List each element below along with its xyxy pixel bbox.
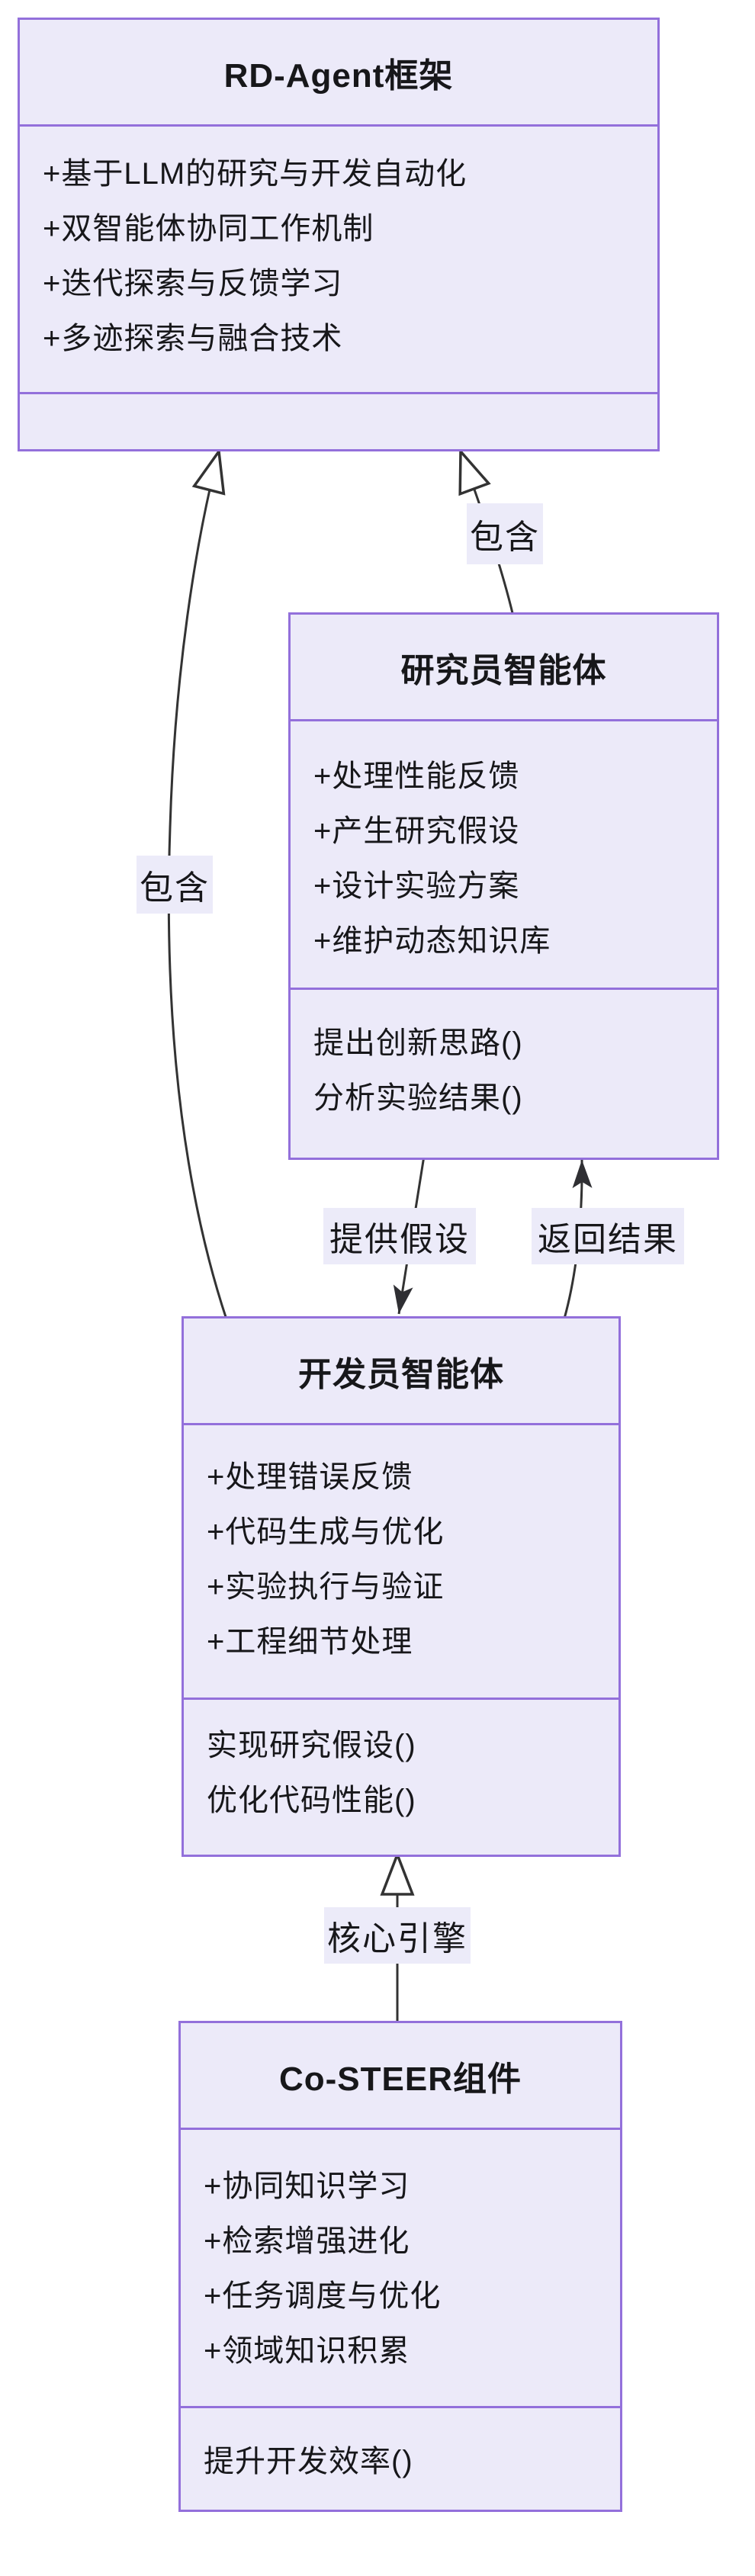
- class-attribute: +设计实验方案: [313, 869, 520, 903]
- edge-label-provide-hypothesis: 提供假设: [323, 1208, 476, 1264]
- class-method: 实现研究假设(): [207, 1729, 416, 1762]
- class-attribute: +维护动态知识库: [313, 924, 551, 958]
- class-title-rd-agent-framework: RD-Agent框架: [20, 20, 657, 127]
- class-attribute: +代码生成与优化: [207, 1515, 445, 1549]
- class-attributes-section: +基于LLM的研究与开发自动化 +双智能体协同工作机制 +迭代探索与反馈学习 +多迹探…: [20, 127, 657, 394]
- class-attributes-section: +处理性能反馈 +产生研究假设 +设计实验方案 +维护动态知识库: [291, 721, 717, 990]
- class-box-researcher-agent: 研究员智能体+处理性能反馈+产生研究假设+设计实验方案+维护动态知识库提出创新思…: [288, 612, 719, 1160]
- class-method: 分析实验结果(): [313, 1081, 523, 1115]
- class-title-researcher-agent: 研究员智能体: [291, 615, 717, 721]
- class-attributes-section: +处理错误反馈 +代码生成与优化 +实验执行与验证 +工程细节处理: [184, 1425, 618, 1700]
- class-attribute: +基于LLM的研究与开发自动化: [43, 157, 467, 191]
- class-attributes-section: +协同知识学习 +检索增强进化 +任务调度与优化 +领域知识积累: [181, 2130, 620, 2408]
- relation-contains-left-arrow: [167, 451, 228, 1320]
- class-attribute: +任务调度与优化: [204, 2279, 442, 2313]
- edge-label-contains-left: 包含: [137, 856, 213, 914]
- class-attribute: +协同知识学习: [204, 2170, 410, 2203]
- class-box-rd-agent-framework: RD-Agent框架 +基于LLM的研究与开发自动化 +双智能体协同工作机制 +迭代探…: [18, 18, 660, 451]
- class-attribute: +多迹探索与融合技术: [43, 322, 343, 355]
- class-methods-section: [20, 394, 657, 449]
- class-attribute: +双智能体协同工作机制: [43, 212, 374, 246]
- class-method: 提升开发效率(): [204, 2445, 413, 2478]
- class-method: 提出创新思路(): [313, 1026, 523, 1060]
- class-attribute: +迭代探索与反馈学习: [43, 267, 343, 300]
- class-attribute: +处理错误反馈: [207, 1460, 413, 1494]
- class-title-co-steer-component: Co-STEER组件: [181, 2023, 620, 2130]
- class-attribute: +领域知识积累: [204, 2334, 410, 2368]
- class-attribute: +实验执行与验证: [207, 1570, 445, 1604]
- class-attribute: +检索增强进化: [204, 2224, 410, 2258]
- class-method: 优化代码性能(): [207, 1784, 416, 1817]
- class-box-developer-agent: 开发员智能体+处理错误反馈+代码生成与优化+实验执行与验证+工程细节处理实现研究…: [182, 1316, 621, 1857]
- class-attribute: +工程细节处理: [207, 1625, 413, 1659]
- class-methods-section: 提升开发效率(): [181, 2408, 620, 2510]
- class-methods-section: 实现研究假设() 优化代码性能(): [184, 1700, 618, 1855]
- edge-label-return-results: 返回结果: [532, 1208, 684, 1264]
- class-methods-section: 提出创新思路() 分析实验结果(): [291, 990, 717, 1158]
- edge-label-core-engine: 核心引擎: [324, 1907, 471, 1964]
- class-box-co-steer-component: Co-STEER组件 +协同知识学习 +检索增强进化 +任务调度与优化 +领域知识积累提…: [178, 2021, 622, 2512]
- class-attribute: +处理性能反馈: [313, 760, 520, 793]
- class-title-developer-agent: 开发员智能体: [184, 1319, 618, 1425]
- class-attribute: +产生研究假设: [313, 814, 520, 848]
- edge-label-contains-right: 包含: [467, 503, 543, 564]
